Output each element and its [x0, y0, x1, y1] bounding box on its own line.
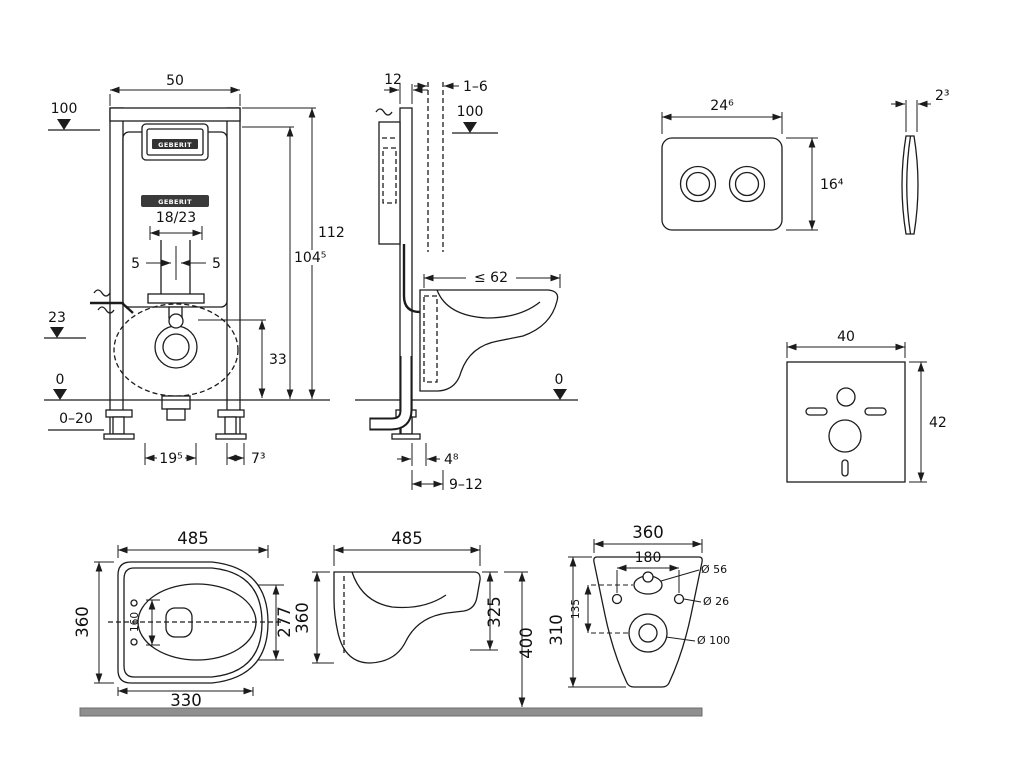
bowl-outline-dashed: [113, 303, 239, 397]
bowl-front-height-label: 325: [485, 596, 504, 628]
level-zero-label: 0: [555, 372, 564, 388]
stud-offset-left-label: 5: [131, 256, 140, 272]
bolt-hole: [673, 593, 685, 605]
frame-depth-label: 12: [384, 72, 402, 88]
frame-right-rail: [226, 107, 241, 439]
frame-width-label: 50: [166, 73, 184, 89]
drain-elbow: [370, 356, 413, 431]
bolt-hole: [611, 593, 623, 605]
level-marker-icon: [53, 389, 67, 400]
flush-button-large: [679, 165, 717, 203]
base-depth-label: 19⁵: [159, 451, 182, 467]
mat-width-label: 40: [837, 329, 855, 345]
frame-front-view: GEBERIT GEBERIT 50 100 18/23 5 5 23 112 …: [44, 73, 345, 467]
level-marker-icon: [50, 327, 64, 338]
inlet-diameter-label: Ø 56: [701, 563, 727, 576]
drain-diameter-label: Ø 100: [697, 634, 730, 647]
break-symbol: [93, 289, 111, 297]
bowl-width-label: 360: [73, 606, 92, 638]
mat-height-label: 42: [929, 415, 947, 431]
level-zero-label: 0: [56, 372, 65, 388]
seat-width-label: 277: [275, 606, 294, 638]
back-height-label: 310: [547, 614, 566, 646]
tank-size-label: 18/23: [156, 210, 196, 226]
break-symbol: [97, 306, 115, 314]
bowl-back-outline: [593, 556, 703, 688]
bolt-spacing-label: 180: [635, 550, 662, 566]
bowl-back-height-label: 360: [293, 602, 312, 634]
inlet-drop-label: 135: [570, 599, 582, 619]
level-100-label: 100: [51, 101, 78, 117]
finish-range-label: 1–6: [463, 79, 488, 95]
bowl-length-label: 485: [177, 529, 209, 548]
plate-width-label: 24⁶: [710, 98, 734, 114]
flush-plate: [661, 137, 783, 231]
bowl-back-view: 360 180 Ø 56 Ø 26 135 Ø 100 310: [547, 523, 730, 688]
level-marker-icon: [57, 119, 71, 130]
bowl-length-label: 485: [391, 529, 423, 548]
geberit-logo-text: GEBERIT: [158, 141, 192, 149]
outlet-offset-label: 4⁸: [444, 452, 459, 468]
bowl-side-view: 485 360 325 400: [293, 529, 536, 707]
cistern-height-label: 104⁵: [294, 250, 326, 266]
wall-gap-label: 7³: [251, 451, 266, 467]
stud-offset-right-label: 5: [212, 256, 221, 272]
supply-pipe: [90, 301, 134, 314]
inner-width-label: 160: [129, 612, 141, 632]
cistern-side: [378, 121, 401, 245]
level-100-label: 100: [457, 104, 484, 120]
rim-height-label: 400: [517, 627, 536, 659]
plate-thickness-label: 2³: [935, 88, 950, 104]
level-marker-icon: [553, 389, 567, 400]
brand-bar: [141, 195, 209, 207]
drain-range-label: 9–12: [449, 477, 483, 493]
geberit-logo-text: GEBERIT: [158, 198, 192, 206]
plate-height-label: 16⁴: [820, 177, 844, 193]
supply-height-label: 23: [48, 310, 66, 326]
bowl-depth-label: ≤ 62: [474, 270, 508, 286]
brand-strip: [152, 139, 198, 149]
frame-side-view: 12 1–6 100 ≤ 62 0 4⁸ 9–12: [355, 72, 578, 493]
frame-height-label: 112: [318, 225, 345, 241]
insulation-mat-view: 40 42: [786, 329, 947, 483]
flush-button-small: [728, 165, 766, 203]
insulation-mat: [786, 361, 906, 483]
frame-top-bar: [109, 107, 241, 122]
flush-plate-view: 24⁶ 16⁴ 2³: [661, 88, 950, 235]
outlet-height-label: 33: [269, 352, 287, 368]
break-symbol: [375, 108, 393, 116]
flush-plate-profile: [901, 135, 919, 235]
bowl-top-view: 485 360 277 160 330: [73, 529, 294, 710]
floor-bar: [79, 707, 703, 717]
bowl-side-outline: [333, 571, 481, 664]
floor-range-label: 0–20: [59, 411, 93, 427]
level-marker-icon: [463, 122, 477, 133]
bowl-side-profile: [419, 289, 559, 392]
drain-hole: [628, 613, 668, 653]
drain-flange: [154, 325, 198, 369]
inner-length-label: 330: [170, 691, 202, 710]
back-width-label: 360: [632, 523, 664, 542]
frame-left-rail: [109, 107, 124, 439]
bolt-diameter-label: Ø 26: [703, 595, 729, 608]
